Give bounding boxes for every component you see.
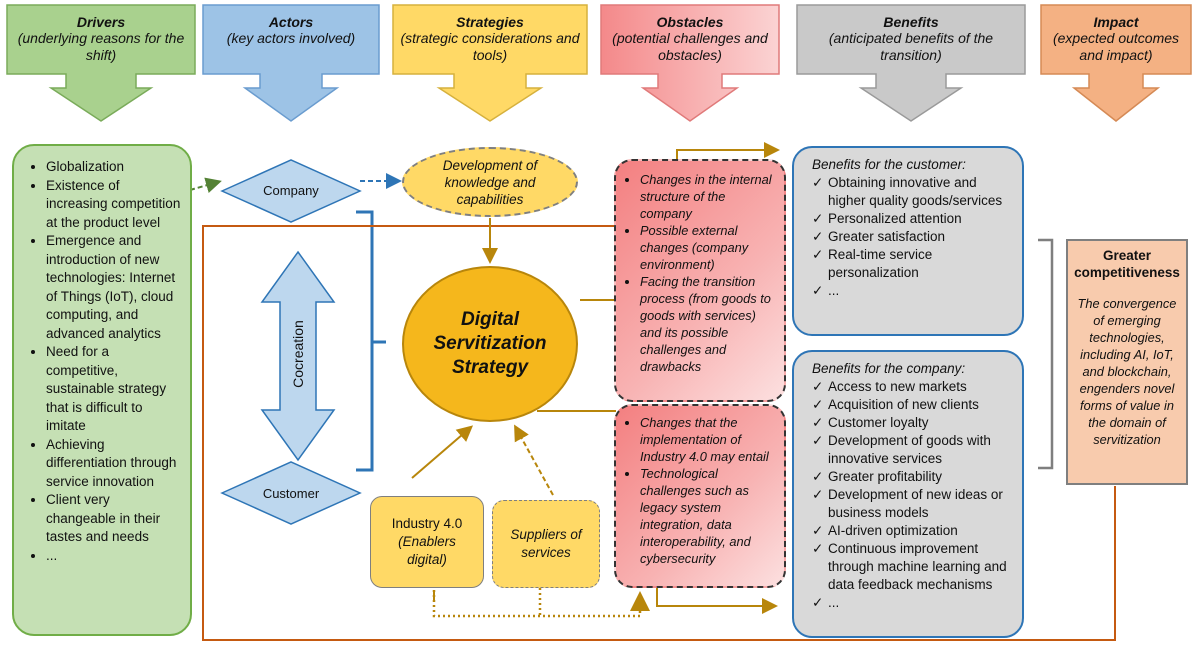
drivers-to-company-arrow [189,177,222,193]
industry-line1: Industry 4.0 [391,516,463,531]
header-impact: Impact (expected outcomes and impact) [1040,4,1192,124]
impact-title-line2: competitiveness [1074,265,1180,280]
benefit-item: Acquisition of new clients [812,396,1014,414]
customer-diamond [220,461,362,525]
obstacles-bottom-box: Changes that the implementation of Indus… [614,404,786,588]
benefit-item: Development of goods with innovative ser… [812,432,1014,468]
header-arrow-shape [796,4,1026,122]
impact-box: Greater competitiveness The convergence … [1066,239,1188,485]
benefit-item: AI-driven optimization [812,522,1014,540]
header-title: Obstacles [656,14,724,30]
benefit-item: Customer loyalty [812,414,1014,432]
central-strategy-ellipse: Digital Servitization Strategy [402,266,578,422]
cocreation-label: Cocreation [290,320,306,388]
header-arrow-shape [6,4,196,122]
benefit-item: Obtaining innovative and higher quality … [812,174,1014,210]
driver-item: Achieving differentiation through servic… [46,436,182,492]
benefit-item: ... [812,594,1014,612]
header-obstacles: Obstacles (potential challenges and obst… [600,4,780,124]
industry-line3: digital) [407,552,447,567]
benefits-customer-heading: Benefits for the customer: [812,157,966,172]
header-subtitle: (underlying reasons for the shift) [17,30,185,63]
impact-title-line1: Greater [1102,248,1152,263]
header-drivers: Drivers (underlying reasons for the shif… [6,4,196,124]
impact-to-actors-line [202,225,1116,641]
drivers-box: Globalization Existence of increasing co… [12,144,192,636]
suppliers-label: Suppliers of services [510,527,582,560]
obstacle-item: Technological challenges such as legacy … [640,465,778,567]
central-line2: Servitization [433,333,547,354]
benefit-item: Greater satisfaction [812,228,1014,246]
benefit-item: ... [812,282,1014,300]
header-title: Drivers [76,14,126,30]
company-label: Company [263,183,319,198]
header-arrow-shape [202,4,380,122]
impact-description: The convergence of emerging technologies… [1077,296,1177,447]
benefits-customer-box: Benefits for the customer: Obtaining inn… [792,146,1024,336]
driver-item: Emergence and introduction of new techno… [46,232,182,343]
benefit-item: Access to new markets [812,378,1014,396]
obstacle-item: Facing the transition process (from good… [640,273,778,375]
driver-item: ... [46,547,182,566]
header-subtitle: (strategic considerations and tools) [400,30,580,63]
header-strategies: Strategies (strategic considerations and… [392,4,588,124]
cocreation-double-arrow [260,250,336,462]
central-line1: Digital [460,309,520,330]
driver-item: Existence of increasing competition at t… [46,177,182,233]
driver-item: Need for a competitive, sustainable stra… [46,343,182,436]
header-arrow-shape [1040,4,1192,122]
benefits-company-box: Benefits for the company: Access to new … [792,350,1024,638]
suppliers-to-central-arrow [514,424,554,496]
driver-item: Globalization [46,158,182,177]
obstacles-to-benefits-customer-arrow [676,142,780,162]
knowledge-label: Development of knowledge and capabilitie… [442,157,538,207]
industry-box: Industry 4.0 (Enablers digital) [370,496,484,588]
benefit-item: Development of new ideas or business mod… [812,486,1014,522]
benefit-item: Continuous improvement through machine l… [812,540,1014,594]
obstacles-top-box: Changes in the internal structure of the… [614,159,786,402]
knowledge-ellipse: Development of knowledge and capabilitie… [402,147,578,217]
header-benefits: Benefits (anticipated benefits of the tr… [796,4,1026,124]
obstacle-item: Possible external changes (company envir… [640,222,778,273]
header-subtitle: (key actors involved) [226,30,356,46]
industry-line2: (Enablers [398,534,456,549]
benefit-item: Greater profitability [812,468,1014,486]
header-arrow-shape [392,4,588,122]
driver-item: Client very changeable in their tastes a… [46,491,182,547]
header-subtitle: (potential challenges and obstacles) [612,30,768,63]
benefit-item: Real-time service personalization [812,246,1014,282]
obstacles-to-benefits-company-arrow [656,588,778,614]
header-title: Impact [1093,14,1139,30]
header-subtitle: (expected outcomes and impact) [1052,30,1180,63]
central-line3: Strategy [451,357,529,378]
company-diamond [220,159,362,223]
industry-to-central-arrow [411,425,474,479]
benefit-item: Personalized attention [812,210,1014,228]
obstacle-item: Changes in the internal structure of the… [640,171,778,222]
header-title: Strategies [456,14,524,30]
header-title: Benefits [883,14,939,30]
header-actors: Actors (key actors involved) [202,4,380,124]
impact-bracket [1038,238,1054,470]
actors-bracket [356,210,386,472]
obstacle-item: Changes that the implementation of Indus… [640,414,778,465]
customer-label: Customer [262,486,320,501]
header-title: Actors [268,14,314,30]
header-subtitle: (anticipated benefits of the transition) [828,30,994,63]
benefits-company-heading: Benefits for the company: [812,361,966,376]
header-arrow-shape [600,4,780,122]
industry-to-obstacles-dotted-arrow [432,590,650,618]
suppliers-box: Suppliers of services [492,500,600,588]
